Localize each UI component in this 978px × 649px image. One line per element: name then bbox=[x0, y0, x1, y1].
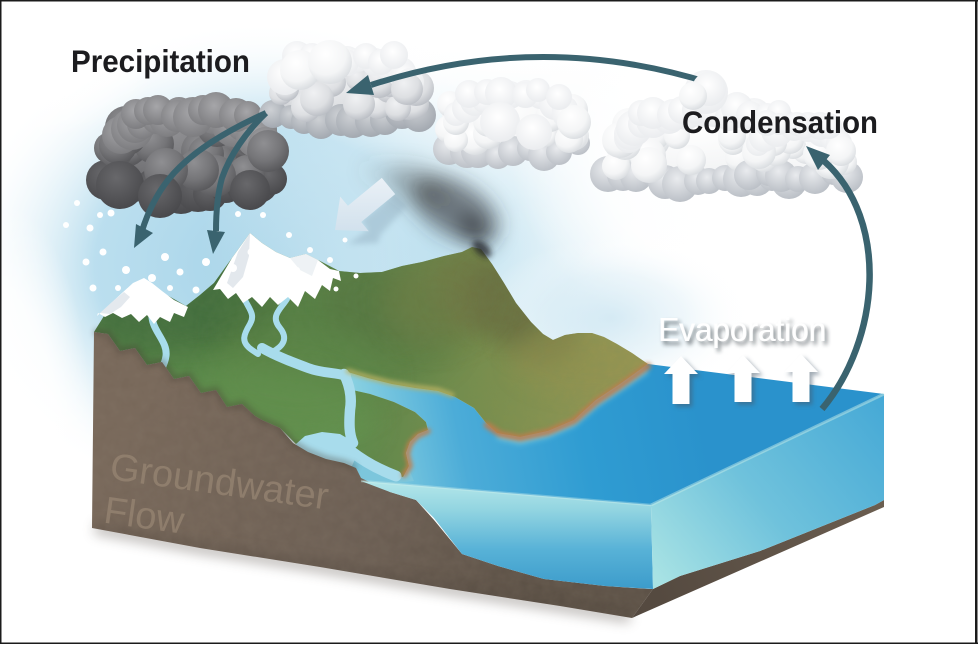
svg-text:Evaporation: Evaporation bbox=[659, 311, 827, 348]
svg-text:Evaporation: Evaporation bbox=[658, 311, 826, 348]
svg-text:Precipitation: Precipitation bbox=[71, 43, 250, 79]
svg-text:Condensation: Condensation bbox=[682, 104, 878, 140]
svg-text:Evaporation: Evaporation bbox=[661, 315, 829, 352]
